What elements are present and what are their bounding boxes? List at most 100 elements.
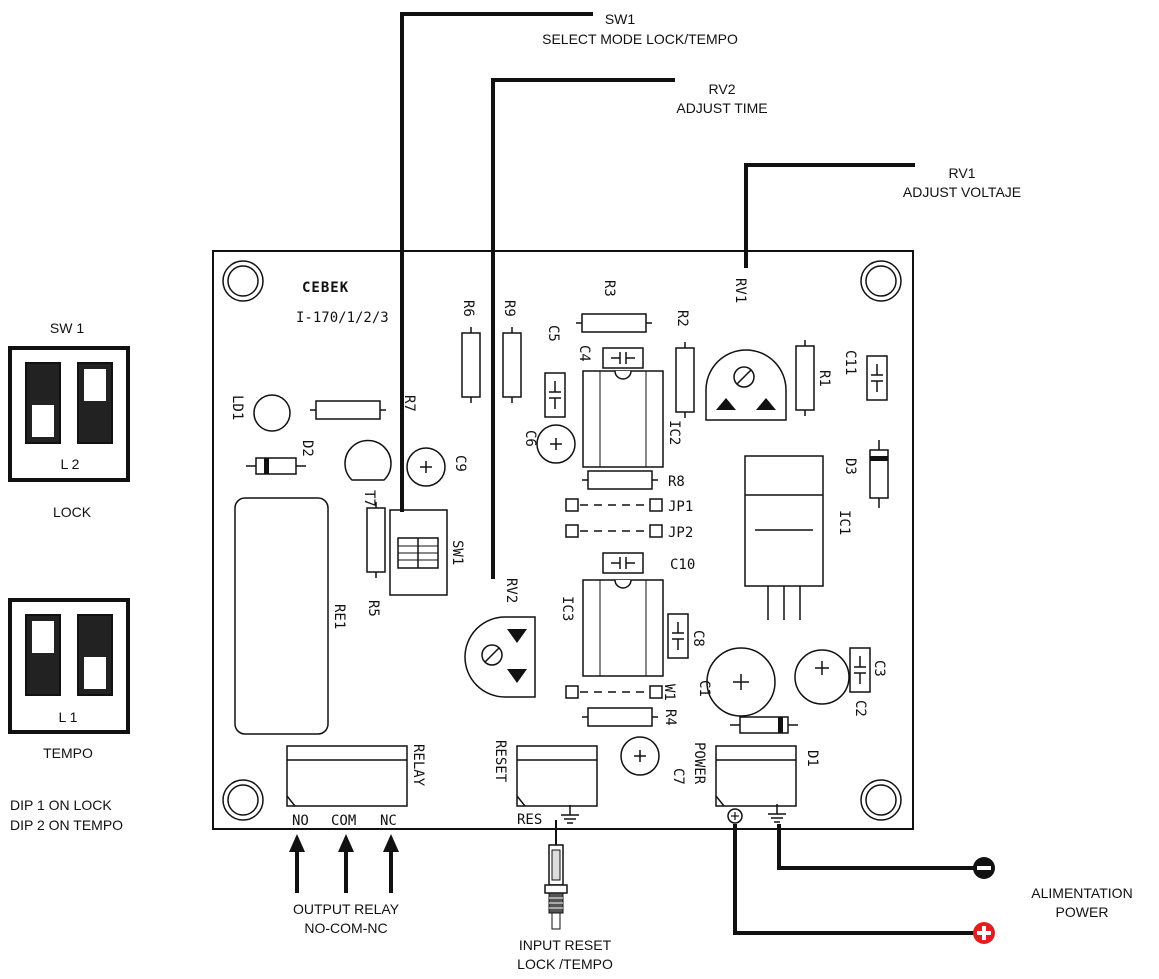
arrow-up-icon	[338, 834, 354, 852]
svg-text:IC2: IC2	[666, 420, 682, 445]
component-c1: C1	[696, 647, 776, 717]
reset-terminal: RESET RES	[492, 740, 598, 828]
component-d1: D1	[730, 716, 820, 767]
svg-text:W1: W1	[661, 684, 677, 701]
component-r4: R4	[581, 707, 678, 727]
component-r7: R7	[309, 395, 417, 420]
svg-text:JP2: JP2	[668, 525, 693, 541]
component-t7: T7	[344, 439, 392, 507]
arrow-up-icon	[383, 834, 399, 852]
svg-text:R8: R8	[668, 474, 685, 490]
svg-text:ALIMENTATION: ALIMENTATION	[1031, 885, 1132, 901]
svg-text:D2: D2	[299, 440, 315, 457]
component-c2: C2	[794, 649, 868, 717]
potentiometer-icon	[464, 616, 536, 698]
svg-text:C5: C5	[545, 325, 561, 342]
svg-text:IC3: IC3	[559, 596, 575, 621]
svg-text:INPUT RESET: INPUT RESET	[519, 937, 612, 953]
plus-icon	[973, 922, 995, 944]
component-ic2: IC2	[582, 370, 682, 468]
component-r3: R3	[575, 280, 653, 333]
svg-text:C1: C1	[696, 680, 712, 697]
svg-text:C10: C10	[670, 557, 695, 573]
svg-text:ADJUST TIME: ADJUST TIME	[676, 100, 767, 116]
component-c6: C6	[522, 424, 576, 464]
callout-rv1: RV1 ADJUST VOLTAJE	[903, 165, 1021, 200]
svg-text:SW 1: SW 1	[50, 320, 84, 336]
svg-text:NO-COM-NC: NO-COM-NC	[304, 920, 387, 936]
component-d3: D3	[842, 440, 889, 508]
svg-text:L 1: L 1	[59, 709, 78, 725]
svg-text:LOCK: LOCK	[53, 504, 92, 520]
component-d2: D2	[246, 440, 315, 475]
svg-text:C3: C3	[871, 660, 887, 677]
callout-input-reset: INPUT RESET LOCK /TEMPO	[517, 937, 613, 972]
svg-text:LD1: LD1	[229, 395, 245, 420]
svg-text:SELECT MODE LOCK/TEMPO: SELECT MODE LOCK/TEMPO	[542, 31, 738, 47]
svg-text:RV1: RV1	[732, 278, 748, 303]
component-re1: RE1	[234, 497, 347, 735]
svg-text:SW1: SW1	[449, 540, 465, 565]
potentiometer-icon	[705, 349, 787, 421]
svg-text:RV2: RV2	[503, 578, 519, 603]
svg-text:RV1: RV1	[949, 165, 976, 181]
component-jp2: JP2	[565, 524, 693, 541]
svg-text:RE1: RE1	[331, 604, 347, 629]
svg-text:SW1: SW1	[605, 11, 636, 27]
svg-text:R3: R3	[601, 280, 617, 297]
callout-alimentation: ALIMENTATION POWER	[1031, 885, 1132, 920]
component-c11: C11	[842, 350, 888, 401]
svg-text:TEMPO: TEMPO	[43, 745, 93, 761]
svg-text:R5: R5	[365, 600, 381, 617]
component-c5: C5	[544, 325, 566, 418]
dip-note: DIP 1 ON LOCK DIP 2 ON TEMPO	[10, 797, 123, 833]
leader-lines	[400, 12, 974, 935]
svg-text:POWER: POWER	[1056, 904, 1109, 920]
svg-text:RV2: RV2	[709, 81, 736, 97]
svg-text:JP1: JP1	[668, 499, 693, 515]
svg-text:R4: R4	[662, 709, 678, 726]
component-c3: C3	[849, 647, 887, 693]
relay-terminal: RELAY NO COM NC	[286, 744, 426, 829]
svg-text:C8: C8	[690, 630, 706, 647]
svg-text:RESET: RESET	[492, 740, 508, 783]
component-r2: R2	[674, 310, 695, 419]
plus-terminal-icon	[727, 808, 743, 824]
component-sw1: SW1	[389, 509, 465, 596]
component-c7: C7	[620, 736, 686, 785]
dip-panel-tempo: L 1 TEMPO	[8, 598, 130, 761]
svg-text:R6: R6	[460, 300, 476, 317]
svg-text:COM: COM	[331, 813, 356, 829]
svg-text:LOCK /TEMPO: LOCK /TEMPO	[517, 956, 613, 972]
svg-text:ADJUST VOLTAJE: ADJUST VOLTAJE	[903, 184, 1021, 200]
svg-text:POWER: POWER	[691, 742, 707, 785]
component-r6: R6	[460, 300, 481, 404]
svg-text:C6: C6	[522, 430, 538, 447]
component-c9: C9	[406, 447, 468, 487]
svg-text:T7: T7	[361, 490, 377, 507]
svg-text:DIP 2 ON TEMPO: DIP 2 ON TEMPO	[10, 817, 123, 833]
svg-text:C11: C11	[842, 350, 858, 375]
svg-text:DIP 1 ON LOCK: DIP 1 ON LOCK	[10, 797, 112, 813]
component-r1: R1	[795, 339, 832, 417]
svg-text:NO: NO	[292, 813, 309, 829]
power-terminal: POWER	[691, 742, 797, 824]
component-rv1: RV1	[705, 278, 787, 421]
svg-text:NC: NC	[380, 813, 397, 829]
component-r8: R8	[581, 470, 685, 490]
push-button-icon	[544, 844, 568, 930]
svg-text:R1: R1	[816, 370, 832, 387]
output-arrows	[289, 834, 399, 893]
component-w1: W1	[565, 684, 677, 701]
svg-text:D3: D3	[842, 458, 858, 475]
component-ic3: IC3	[559, 579, 664, 677]
arrow-up-icon	[289, 834, 305, 852]
callout-output-relay: OUTPUT RELAY NO-COM-NC	[293, 901, 400, 936]
board-logo: CEBEK	[302, 280, 349, 296]
component-c10: C10	[602, 552, 695, 574]
svg-text:C4: C4	[576, 345, 592, 362]
pcb-board: CEBEK I-170/1/2/3 R6 R9 R3 R2 RV1	[212, 250, 914, 830]
svg-text:RELAY: RELAY	[410, 744, 426, 787]
component-ld1: LD1	[229, 394, 291, 432]
